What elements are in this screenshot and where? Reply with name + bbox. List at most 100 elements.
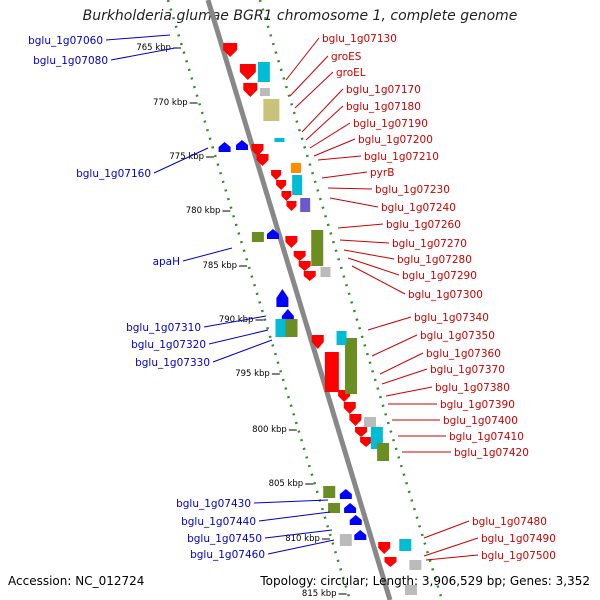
gene-label: bglu_1g07270 [392,238,467,250]
forward-gene-mark [355,427,368,437]
forward-gene-mark [274,138,285,142]
gene-label: bglu_1g07080 [33,55,108,67]
label-leader [317,155,362,161]
gene-label: bglu_1g07300 [408,289,483,301]
forward-gene-mark [349,414,362,426]
reverse-gene-mark [276,289,289,307]
label-leader [203,315,267,328]
forward-gene-mark [298,261,311,271]
label-leader [110,47,176,61]
forward-gene-mark [360,437,373,447]
forward-gene-mark [257,62,270,82]
backbone [205,0,393,600]
forward-gene-mark [336,331,347,345]
gene-label: bglu_1g07430 [176,498,251,510]
gene-label: bglu_1g07350 [420,330,495,342]
label-leader [309,122,351,149]
backbone-line [205,0,393,600]
gene-label: bglu_1g07480 [472,516,547,528]
kbp-tick-label: 810 kbp [285,534,320,544]
gene-label: bglu_1g07060 [28,35,103,47]
label-leader-lines [105,34,479,561]
map-title: Burkholderia glumae BGR1 chromosome 1, c… [82,8,518,24]
gene-label: bglu_1g07160 [76,168,151,180]
gene-label: bglu_1g07400 [443,415,518,427]
label-leader [253,499,329,504]
label-leader [329,197,379,208]
label-leader [301,88,344,133]
reverse-gene-mark [266,229,279,239]
gene-label: bglu_1g07280 [397,254,472,266]
label-leader [289,55,329,97]
reverse-gene-mark [323,486,336,498]
reverse-gene-mark [344,503,357,513]
label-leader [351,265,406,295]
forward-gene-mark [384,557,397,567]
reverse-gene-mark [328,503,341,513]
label-leader [153,147,209,174]
gene-label: bglu_1g07310 [126,322,201,334]
forward-gene-mark [285,236,298,248]
forward-gene-mark [259,88,270,96]
label-leader [381,368,428,385]
forward-gene-mark [399,539,412,551]
reverse-gene-mark [251,232,264,242]
label-leader [258,511,331,522]
gene-label: bglu_1g07260 [386,219,461,231]
gene-label: bglu_1g07410 [449,431,524,443]
label-leader [379,352,424,375]
forward-gene-mark [300,198,311,212]
forward-gene-mark [256,154,269,166]
reverse-gene-mark [339,534,352,546]
reverse-gene-mark [285,319,298,337]
gene-label: bglu_1g07290 [402,270,477,282]
forward-gene-mark [276,180,287,190]
forward-gene-mark [281,191,292,201]
gene-labels: bglu_1g07060 bglu_1g07080 bglu_1g07160 apaH… [28,33,556,562]
gene-label: bglu_1g07200 [358,134,433,146]
gene-label: bglu_1g07340 [414,312,489,324]
reverse-gene-mark [275,319,288,337]
forward-gene-mark [320,267,331,277]
label-leader [285,37,320,81]
forward-gene-mark [251,144,264,156]
reverse-gene-mark [349,515,362,525]
label-leader [267,539,335,555]
forward-gene-mark [324,352,339,392]
label-leader [321,171,368,179]
kbp-tick-label: 790 kbp [219,315,254,325]
gene-label: bglu_1g07130 [322,33,397,45]
forward-gene-mark [243,83,258,97]
reverse-gene-mark [235,140,248,150]
forward-gene-mark [409,560,422,570]
forward-gene-mark [378,542,391,554]
reverse-gene-mark [218,142,231,152]
forward-gene-mark [271,170,282,180]
gene-label: bglu_1g07500 [481,550,556,562]
gene-label: bglu_1g07230 [375,184,450,196]
gene-label: apaH [153,256,180,268]
label-leader [367,316,412,331]
gene-label: bglu_1g07440 [181,516,256,528]
gene-label: bglu_1g07390 [440,399,515,411]
gene-label: bglu_1g07460 [190,549,265,561]
gene-features [218,43,422,595]
gene-label: bglu_1g07370 [430,364,505,376]
label-leader [339,239,390,244]
label-leader [294,71,334,109]
forward-gene-mark [377,443,390,461]
inner-dotted-track [166,0,352,600]
kbp-tick-label: 800 kbp [252,425,287,435]
forward-gene-mark [364,417,377,427]
label-leader [347,257,400,276]
reverse-gene-mark [339,489,352,499]
forward-gene-mark [263,99,280,121]
gene-label: bglu_1g07320 [131,339,206,351]
forward-gene-mark [290,163,301,173]
kbp-tick-label: 785 kbp [202,261,237,271]
gene-label: groEL [336,67,366,79]
label-leader [423,537,479,557]
forward-gene-mark [345,338,358,394]
forward-gene-mark [343,402,356,414]
